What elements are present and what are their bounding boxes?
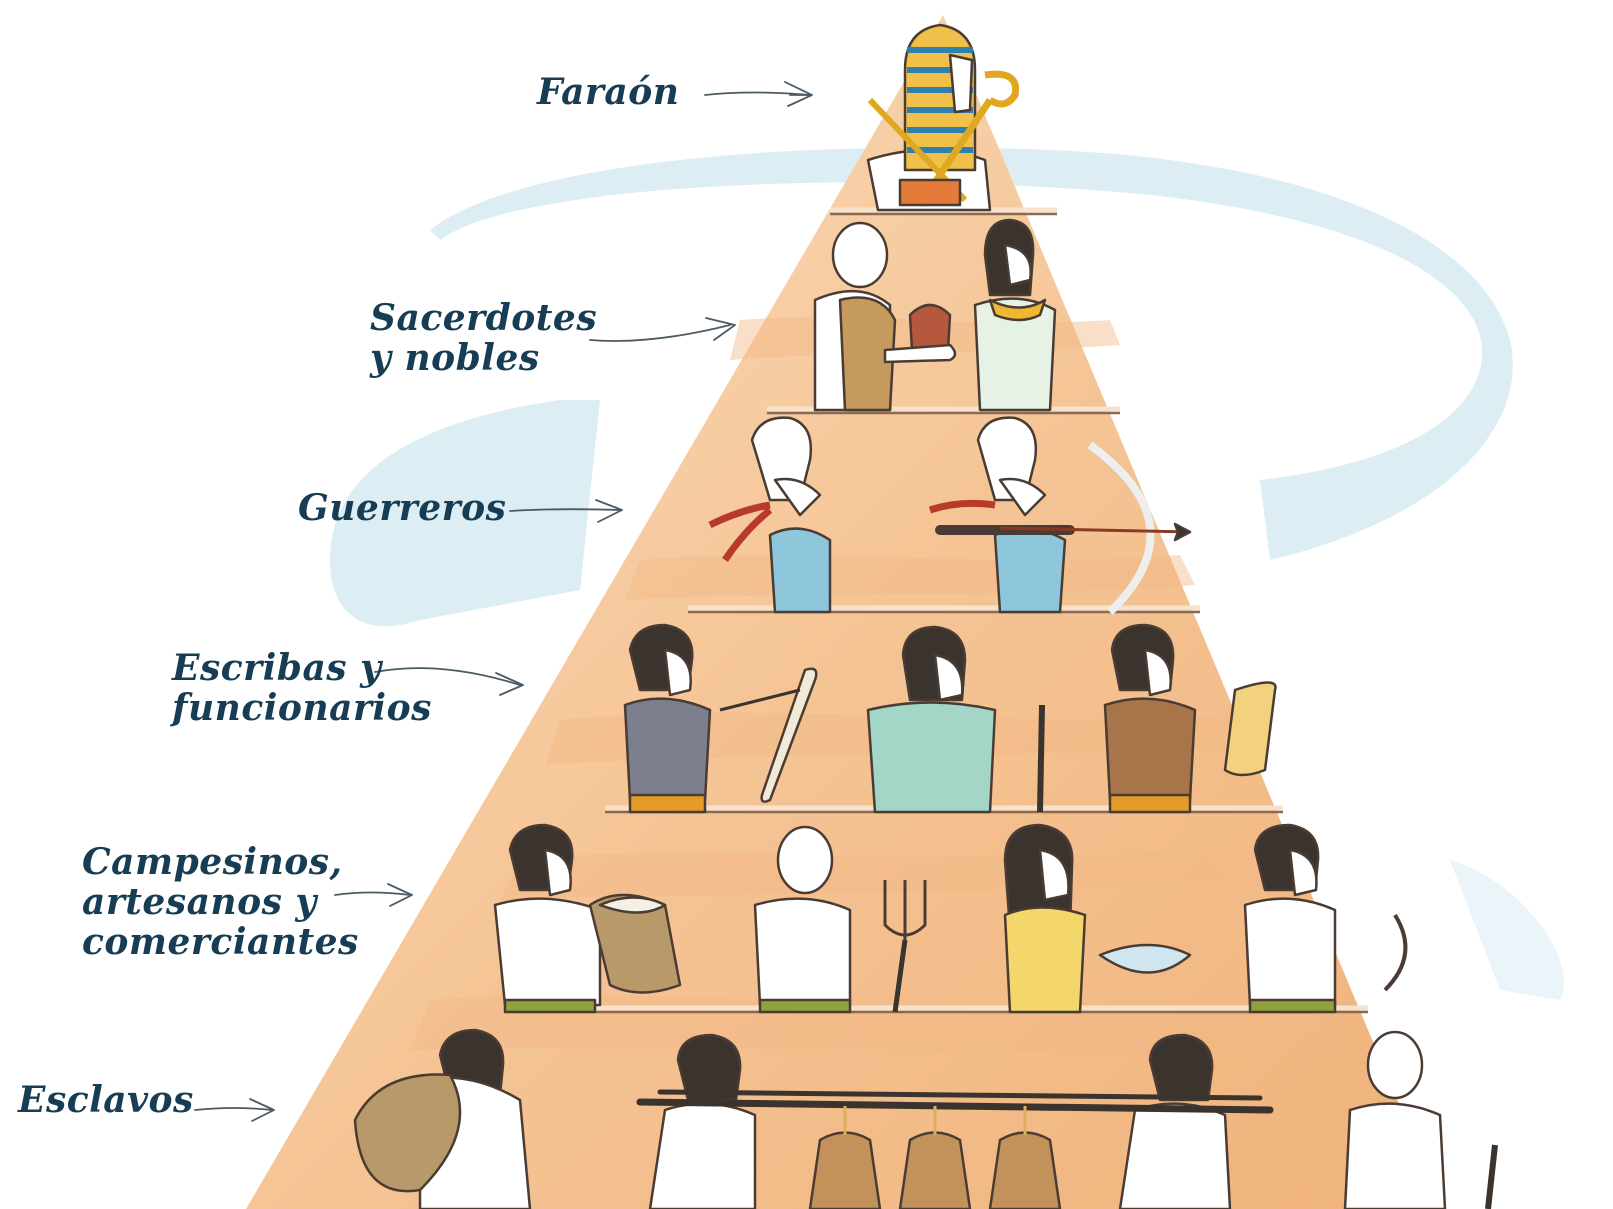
farmer-pitchfork-figure <box>753 825 927 1014</box>
arrow-pharaoh <box>704 81 813 107</box>
arrows <box>194 81 813 1122</box>
label-peasants-artisans-merchants: Campesinos, artesanos y comerciantes <box>82 842 359 962</box>
label-warriors: Guerreros <box>298 488 506 528</box>
arrow-warriors <box>509 499 623 523</box>
river-background <box>330 147 1564 1000</box>
label-line: Sacerdotes <box>370 297 598 339</box>
slave-sack-figure <box>353 1028 532 1209</box>
label-line: funcionarios <box>172 687 432 729</box>
official-figure <box>866 625 1045 814</box>
archer-figure <box>928 416 1192 615</box>
slave-carrier-right-figure <box>1118 1033 1232 1209</box>
label-line: comerciantes <box>82 921 359 963</box>
arrow-slaves <box>194 1098 275 1122</box>
label-line: y nobles <box>370 337 540 379</box>
arrow-priests <box>589 317 736 342</box>
label-line: Escribas y <box>172 647 382 689</box>
priest-figure <box>813 221 957 412</box>
label-line: Esclavos <box>18 1079 194 1121</box>
artisan-sickle-figure <box>1243 823 1408 1014</box>
label-priests-nobles: Sacerdotes y nobles <box>370 298 597 378</box>
peasant-sack-figure <box>493 823 682 1014</box>
label-slaves: Esclavos <box>18 1080 194 1120</box>
merchant-fish-figure <box>1003 823 1192 1014</box>
pharaoh-figure <box>866 23 1020 212</box>
noble-figure <box>973 218 1057 412</box>
label-line: artesanos y <box>82 881 317 923</box>
scribe-figure <box>623 623 818 814</box>
label-line: Campesinos, <box>82 841 343 883</box>
label-scribes-officials: Escribas y funcionarios <box>172 648 432 728</box>
label-line: Guerreros <box>298 487 507 529</box>
carrying-pole-with-baskets <box>636 1089 1274 1209</box>
slave-carrier-left-figure <box>648 1033 757 1209</box>
label-pharaoh: Faraón <box>537 72 679 112</box>
arrow-peasants <box>334 883 413 907</box>
slave-staff-figure <box>1343 1030 1498 1209</box>
arrow-scribes <box>374 667 524 696</box>
warrior-figure <box>708 416 832 614</box>
label-line: Faraón <box>537 71 680 113</box>
scroll-reader-figure <box>1103 623 1277 814</box>
